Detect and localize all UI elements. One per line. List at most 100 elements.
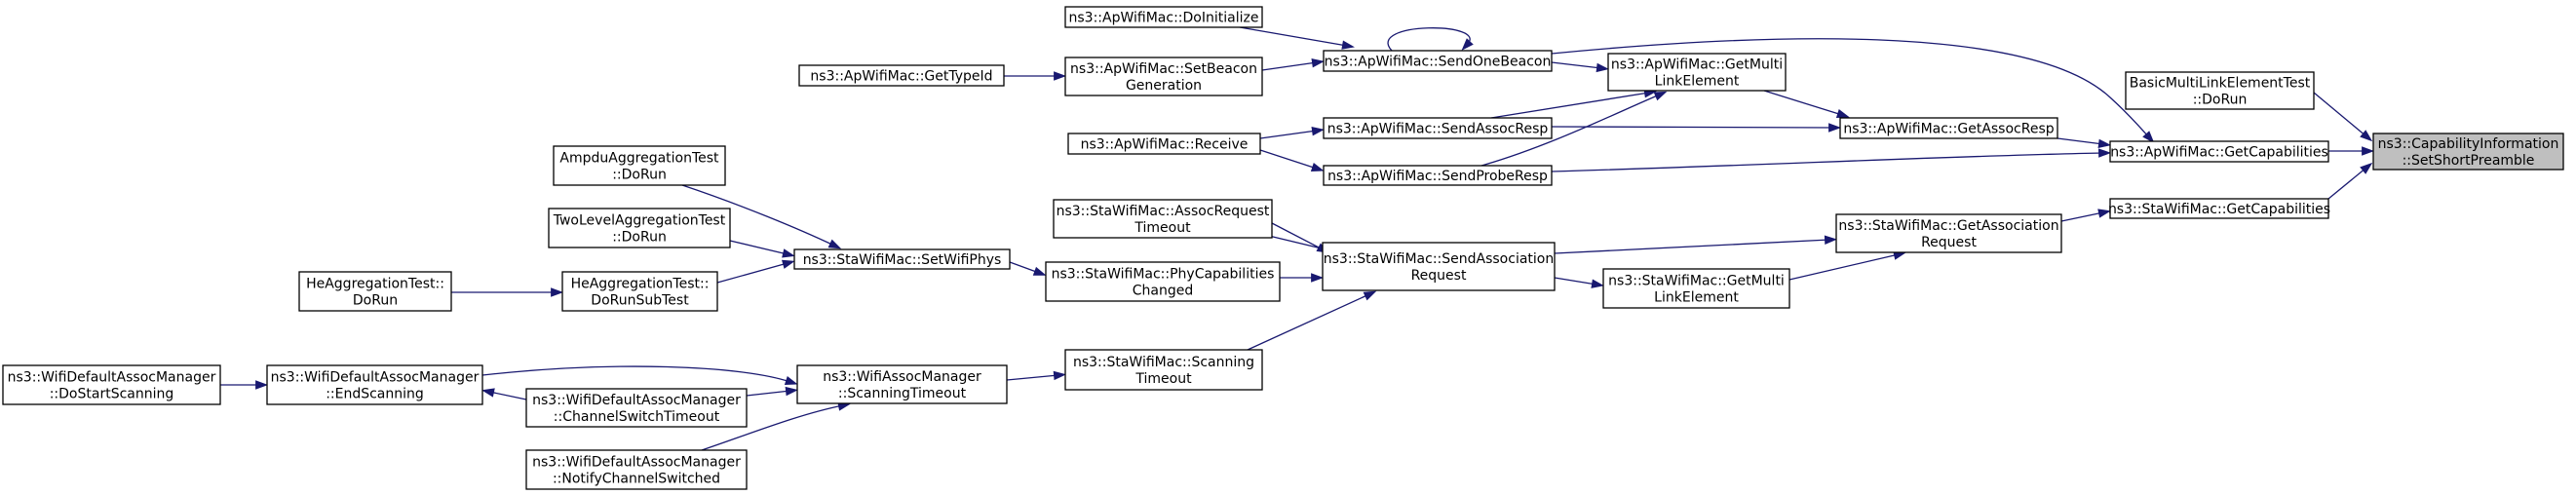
node-sta-scantimeout[interactable]: ns3::StaWifiMac::ScanningTimeout xyxy=(1064,349,1263,391)
edge-he_dorunsub-to-sta_setwifiphys xyxy=(716,259,795,284)
node-assoc-scantimeout[interactable]: ns3::WifiAssocManager::ScanningTimeout xyxy=(796,364,1008,404)
node-he-dorunsub[interactable]: HeAggregationTest::DoRunSubTest xyxy=(561,271,718,312)
node-label-line: TwoLevelAggregationTest xyxy=(553,213,726,229)
node-layer: ns3::CapabilityInformation::SetShortPrea… xyxy=(2,6,2564,490)
node-ap-sendonebeacon[interactable]: ns3::ApWifiMac::SendOneBeacon xyxy=(1323,50,1553,72)
edge-sta_sendassocreq-to-sta_getml xyxy=(1554,277,1604,288)
node-sta-getcap[interactable]: ns3::StaWifiMac::GetCapabilities xyxy=(2108,198,2330,219)
node-label-line: ns3::ApWifiMac::SendAssocResp xyxy=(1327,122,1549,137)
node-box xyxy=(561,271,718,312)
node-def-dostartscan[interactable]: ns3::WifiDefaultAssocManager::DoStartSca… xyxy=(2,364,221,405)
edge-ap_gettypeid-to-ap_setbeacon xyxy=(1004,71,1067,81)
node-label-line: ns3::CapabilityInformation xyxy=(2378,136,2559,152)
node-target[interactable]: ns3::CapabilityInformation::SetShortPrea… xyxy=(2372,133,2564,171)
node-twolevel[interactable]: TwoLevelAggregationTest::DoRun xyxy=(548,208,731,248)
edge-sta_setwifiphys-to-sta_phycap xyxy=(1009,261,1047,276)
node-box xyxy=(796,364,1008,404)
edge-line xyxy=(2057,137,2104,145)
node-box xyxy=(2,364,221,405)
node-def-notifychsw[interactable]: ns3::WifiDefaultAssocManager::NotifyChan… xyxy=(525,449,748,490)
edge-arrowhead xyxy=(2098,148,2112,158)
node-ap-doinit[interactable]: ns3::ApWifiMac::DoInitialize xyxy=(1064,6,1263,28)
edge-arrowhead xyxy=(1591,279,1604,288)
node-label-line: Changed xyxy=(1133,284,1194,299)
edge-arrowhead xyxy=(1341,40,1355,50)
node-label-line: BasicMultiLinkElementTest xyxy=(2130,76,2311,92)
edge-ap_sendproberesp-to-ap_getml xyxy=(1480,91,1668,167)
node-label-line: ns3::WifiDefaultAssocManager xyxy=(532,455,741,471)
edge-sta_scantimeout-to-sta_sendassocreq xyxy=(1247,290,1377,351)
edge-arrowhead xyxy=(1653,91,1668,101)
node-label-line: ns3::ApWifiMac::GetMulti xyxy=(1611,57,1783,73)
edge-arrowhead xyxy=(1311,58,1325,68)
node-label-line: ns3::StaWifiMac::SetWifiPhys xyxy=(803,252,1002,268)
node-basic-ml[interactable]: BasicMultiLinkElementTest::DoRun xyxy=(2125,71,2315,110)
edge-line xyxy=(1259,130,1318,139)
node-box xyxy=(548,208,731,248)
edge-ap_sendonebeacon-to-ap_sendonebeacon xyxy=(1387,27,1474,52)
node-box xyxy=(525,388,748,428)
edge-arrowhead xyxy=(785,386,799,397)
edge-line xyxy=(1261,61,1318,71)
node-box xyxy=(1322,242,1556,291)
node-ap-sendassocresp[interactable]: ns3::ApWifiMac::SendAssocResp xyxy=(1323,117,1553,139)
edge-line xyxy=(2060,211,2104,222)
node-box xyxy=(2372,133,2564,171)
node-def-chswitchtimeout[interactable]: ns3::WifiDefaultAssocManager::ChannelSwi… xyxy=(525,388,748,428)
node-ap-sendproberesp[interactable]: ns3::ApWifiMac::SendProbeResp xyxy=(1323,165,1553,186)
node-box xyxy=(1067,133,1261,155)
node-ampdu[interactable]: AmpduAggregationTest::DoRun xyxy=(553,145,726,186)
edge-sta_assocreqtimeout-to-sta_sendassocreq xyxy=(1271,222,1330,253)
edge-arrowhead xyxy=(1032,266,1047,276)
edge-ap_receive-to-ap_sendassocresp xyxy=(1259,126,1325,139)
node-box xyxy=(798,64,1005,87)
node-ap-gettypeid[interactable]: ns3::ApWifiMac::GetTypeId xyxy=(798,64,1005,87)
edge-arrowhead xyxy=(481,388,495,398)
edge-arrowhead xyxy=(1310,162,1325,171)
node-ap-receive[interactable]: ns3::ApWifiMac::Receive xyxy=(1067,133,1261,155)
edge-ap_setbeacon-to-ap_sendonebeacon xyxy=(1261,58,1325,71)
edge-ap_getml-to-ap_getassocresp xyxy=(1763,90,1850,119)
node-box xyxy=(1045,261,1281,302)
edge-ap_receive-to-ap_sendproberesp xyxy=(1259,149,1325,171)
edge-def_endscan-to-def_chswitchtimeout xyxy=(481,388,527,400)
edge-arrowhead xyxy=(2360,162,2373,174)
edge-arrowhead xyxy=(1828,123,1842,133)
edge-ap_getassocresp-to-ap_getcap xyxy=(2057,137,2111,149)
edge-line xyxy=(1551,152,2104,172)
edge-arrowhead xyxy=(1824,235,1838,245)
edge-line xyxy=(488,391,527,400)
edge-sta_getml-to-sta_getassocreq xyxy=(1788,250,1906,281)
node-label-line: Request xyxy=(1411,268,1467,284)
node-ap-getassocresp[interactable]: ns3::ApWifiMac::GetAssocResp xyxy=(1839,117,2058,139)
node-sta-setwifiphys[interactable]: ns3::StaWifiMac::SetWifiPhys xyxy=(793,248,1011,270)
node-label-line: LinkElement xyxy=(1654,290,1739,306)
edge-arrowhead xyxy=(2360,130,2373,142)
node-label-line: ::DoStartScanning xyxy=(50,387,174,402)
node-ap-getcap[interactable]: ns3::ApWifiMac::GetCapabilities xyxy=(2109,140,2329,163)
node-label-line: ns3::ApWifiMac::DoInitialize xyxy=(1069,11,1259,26)
node-label-line: ns3::ApWifiMac::SendProbeResp xyxy=(1327,169,1548,184)
edge-def_endscan-to-assoc_scantimeout xyxy=(481,365,798,385)
edge-sta_phycap-to-sta_sendassocreq xyxy=(1280,273,1325,283)
node-label-line: ns3::ApWifiMac::SetBeacon xyxy=(1070,61,1257,77)
node-def-endscan[interactable]: ns3::WifiDefaultAssocManager::EndScannin… xyxy=(266,364,483,405)
node-label-line: Request xyxy=(1921,235,1977,250)
node-label-line: ns3::WifiDefaultAssocManager xyxy=(8,370,216,386)
edge-ap_sendonebeacon-to-ap_getcap xyxy=(1551,38,2155,143)
edge-line xyxy=(1009,261,1040,274)
edge-arrowhead xyxy=(2362,146,2375,156)
node-he-dorun[interactable]: HeAggregationTest::DoRun xyxy=(298,271,452,312)
edge-twolevel-to-sta_setwifiphys xyxy=(729,240,795,258)
node-label-line: ns3::ApWifiMac::Receive xyxy=(1081,137,1249,153)
edge-line xyxy=(746,390,791,397)
node-label-line: ::DoRun xyxy=(2193,93,2248,108)
edge-line xyxy=(1763,90,1843,116)
